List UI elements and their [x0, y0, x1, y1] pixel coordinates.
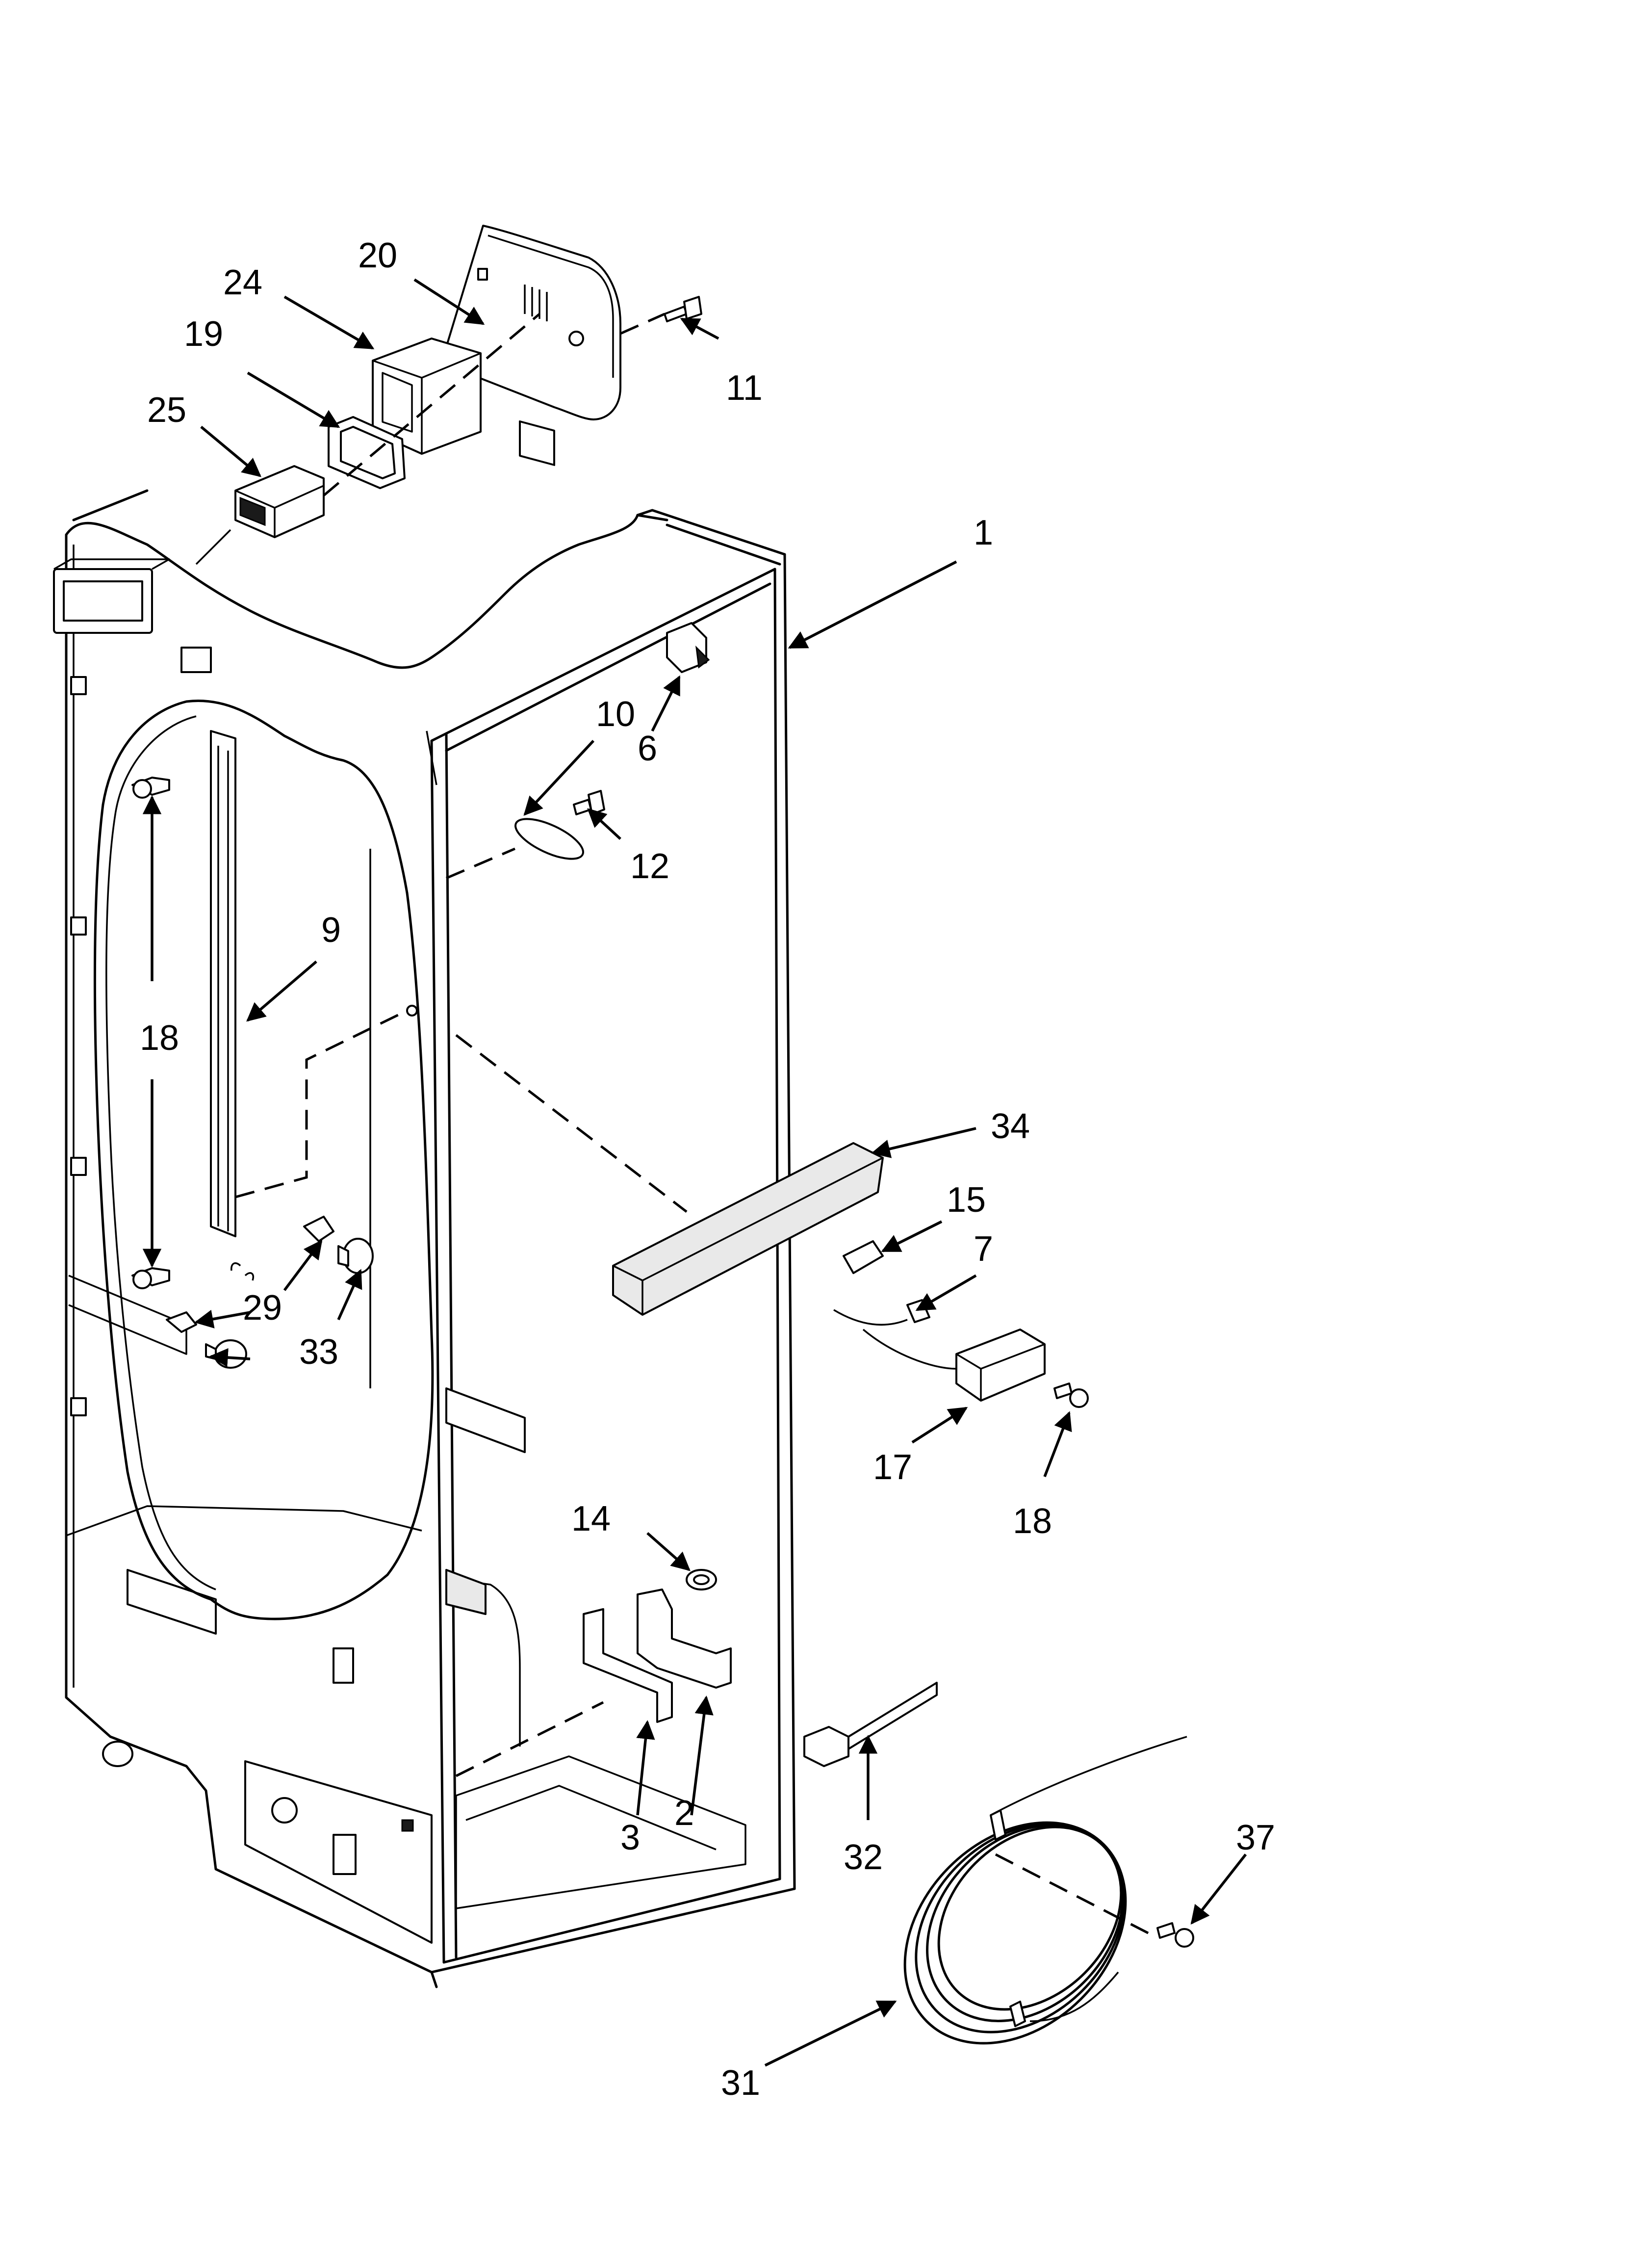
callout-20: 20 [358, 236, 397, 275]
callout-3: 3 [620, 1818, 640, 1857]
part-34-light-shield [455, 1034, 884, 1316]
callout-18-right: 18 [1013, 1502, 1052, 1541]
part-31-water-tubing [903, 1736, 1187, 2045]
part-2-3-brackets [455, 1589, 732, 1777]
callout-7: 7 [974, 1229, 993, 1269]
callout-2: 2 [674, 1794, 694, 1833]
callout-9: 9 [321, 911, 341, 950]
cabinet-liner [53, 489, 796, 1988]
callout-11: 11 [726, 368, 763, 408]
callout-18-left: 18 [140, 1018, 179, 1058]
callout-33: 33 [299, 1332, 338, 1372]
part-32-tie-strap [803, 1682, 938, 1767]
part-9-shelf-track [210, 730, 418, 1237]
callout-25: 25 [147, 391, 186, 430]
part-6-bracket [666, 622, 710, 673]
callout-17: 17 [873, 1448, 912, 1487]
leader-arrows [142, 278, 1247, 2067]
callout-12: 12 [630, 847, 669, 886]
dispenser-cover-assembly [195, 225, 702, 565]
part-10-12-plate-screw [446, 790, 605, 880]
callout-1: 1 [974, 513, 993, 552]
callout-24: 24 [223, 263, 262, 302]
callout-14: 14 [571, 1499, 611, 1538]
callout-10: 10 [596, 695, 635, 734]
callout-labels: 1 2 3 6 7 9 10 11 12 14 15 17 18 18 19 2… [140, 236, 1275, 2103]
callout-34: 34 [991, 1107, 1030, 1146]
part-37-screw [1156, 1922, 1194, 1948]
part-18-screws-left [131, 777, 170, 1289]
part-14-grommet [686, 1569, 717, 1590]
part-15-7-17-switch-harness [833, 1240, 1089, 1408]
callout-37: 37 [1236, 1818, 1275, 1857]
callout-15: 15 [947, 1180, 986, 1220]
callout-19: 19 [184, 314, 223, 354]
callout-32: 32 [844, 1838, 883, 1877]
callout-31: 31 [721, 2063, 760, 2103]
callout-29: 29 [243, 1288, 282, 1328]
callout-6: 6 [638, 729, 657, 768]
part-29-33-sockets-bulbs [166, 1216, 374, 1369]
